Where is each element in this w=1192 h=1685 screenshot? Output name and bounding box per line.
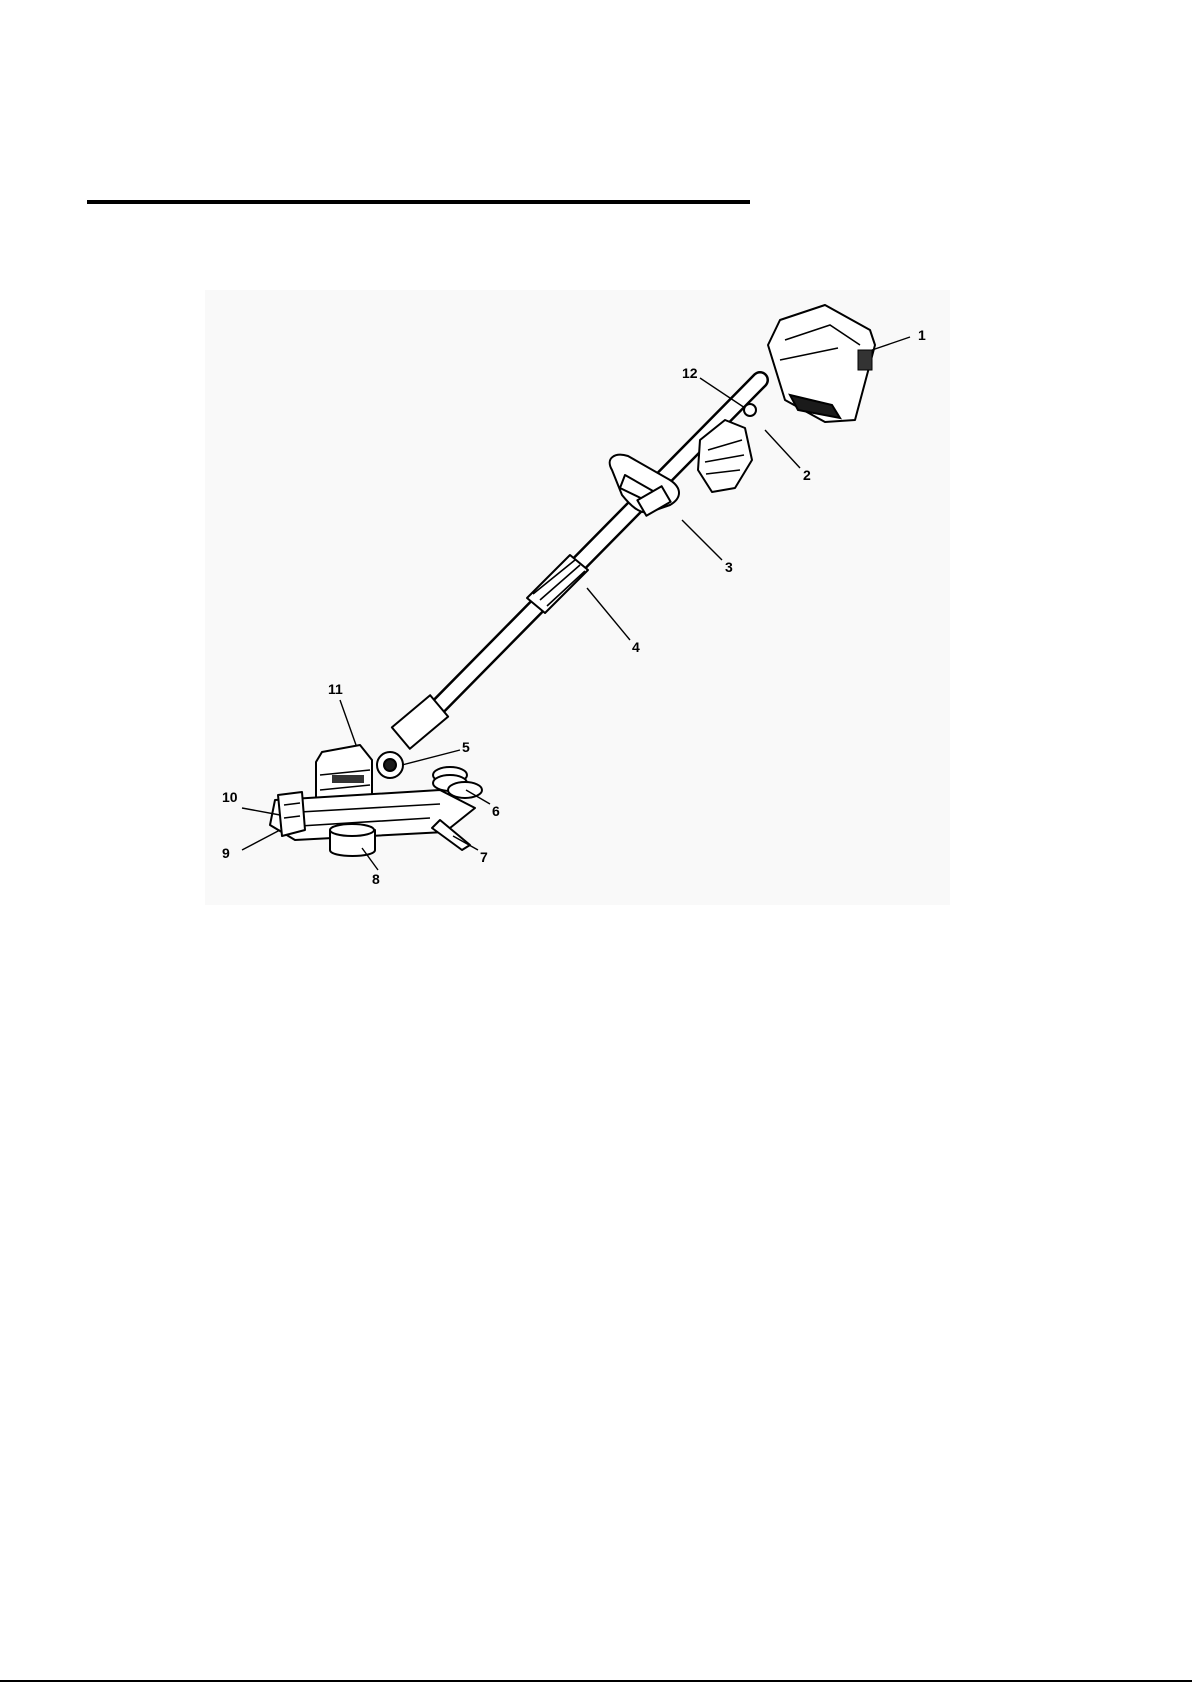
callout-4: 4 bbox=[632, 639, 640, 655]
callout-10: 10 bbox=[222, 789, 238, 805]
callout-3: 3 bbox=[725, 559, 733, 575]
callout-11: 11 bbox=[328, 681, 343, 697]
callout-1: 1 bbox=[918, 327, 926, 343]
callout-9: 9 bbox=[222, 845, 230, 861]
callout-5: 5 bbox=[462, 739, 470, 755]
spool bbox=[330, 824, 375, 856]
callout-6: 6 bbox=[492, 803, 500, 819]
callout-2: 2 bbox=[803, 467, 811, 483]
edge-guide bbox=[278, 792, 305, 836]
callout-12: 12 bbox=[682, 365, 698, 381]
page-footer-rule bbox=[0, 1680, 1192, 1682]
callout-7: 7 bbox=[480, 849, 488, 865]
callout-8: 8 bbox=[372, 871, 380, 887]
